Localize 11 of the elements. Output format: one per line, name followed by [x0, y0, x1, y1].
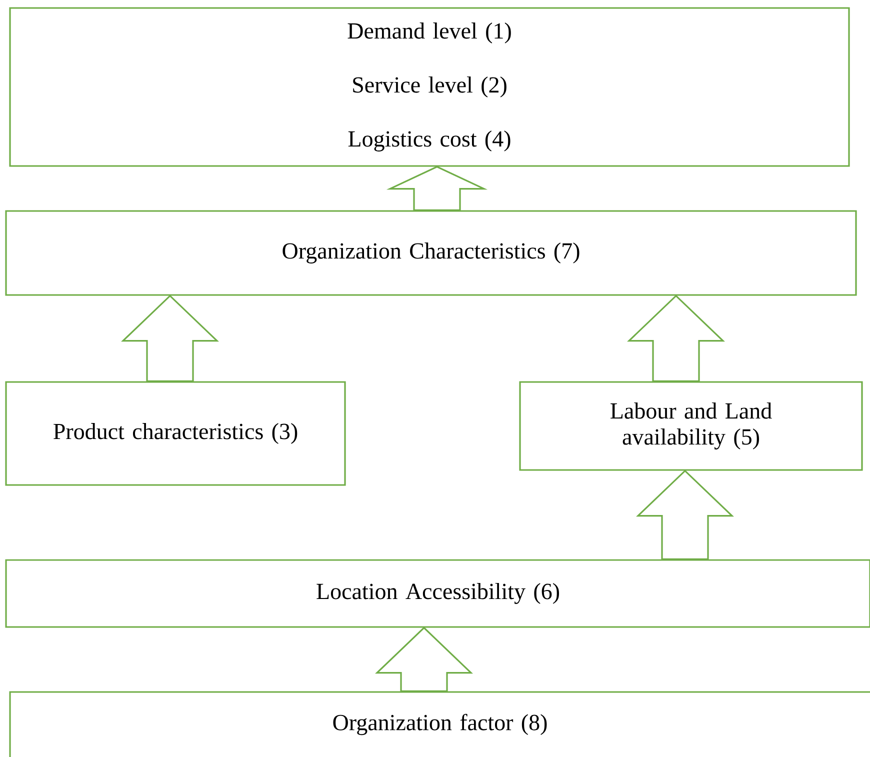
block-arrow: [627, 294, 725, 382]
text-box: Organization Characteristics (7): [5, 210, 857, 296]
open-box: Organization factor (8): [9, 691, 870, 757]
text-box: Demand level (1) Service level (2) Logistics cost (4): [9, 7, 850, 167]
block-arrow: [386, 166, 488, 211]
block-arrow: [121, 294, 219, 382]
text-box: Location Accessibility (6): [5, 559, 870, 628]
text-box: Product characteristics (3): [5, 381, 346, 486]
block-arrow: [375, 626, 473, 692]
block-arrow: [636, 470, 734, 560]
text-box: Labour and Land availability (5): [519, 381, 863, 471]
